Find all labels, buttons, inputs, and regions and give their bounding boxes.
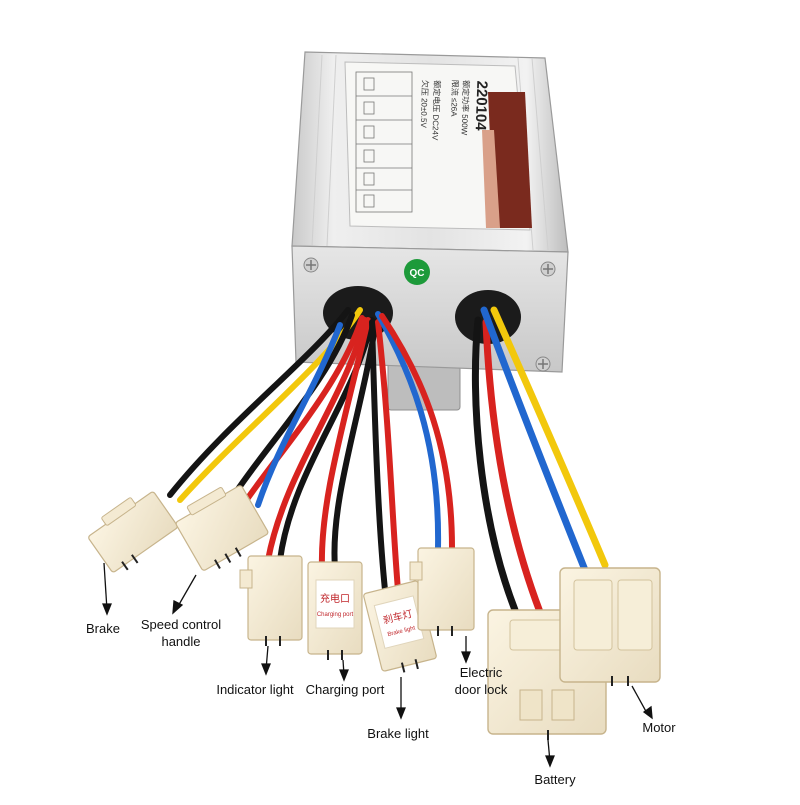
arrow-brake: [103, 562, 108, 611]
wire-charging-red: [318, 317, 371, 571]
qc-sticker-text: QC: [410, 268, 425, 279]
wire-speed-blue: [255, 322, 343, 508]
wire-battery-red: [482, 318, 544, 616]
wire-charging-black: [331, 319, 379, 571]
sticker-text-right: 220104 额定功率 500W 限流 ≤26A: [449, 80, 491, 136]
wire-indicator-red: [265, 317, 368, 563]
wire-brakelight-black: [369, 319, 388, 593]
label-speed-control-line1: Speed control: [140, 617, 222, 632]
label-brake-light: Brake light: [367, 726, 429, 741]
connector-door-lock: [409, 547, 475, 636]
screw-icon: [303, 257, 319, 273]
connector-indicator-light: [239, 555, 303, 646]
label-door-lock-line2: door lock: [454, 682, 508, 697]
wire-motor-yellow: [490, 306, 609, 569]
spec-power: 额定功率 500W: [460, 80, 472, 136]
sticker-stripe: [488, 92, 532, 228]
spec-undervoltage: 欠压 20±0.5V: [419, 80, 431, 129]
callout-arrows: [102, 562, 653, 768]
sticker-text: 额定电压 DC24V 欠压 20±0.5V: [419, 80, 443, 141]
label-battery: Battery: [534, 772, 576, 787]
screw-icon: [535, 356, 551, 372]
label-motor: Motor: [642, 720, 676, 735]
wire-doorlock-red: [379, 313, 455, 551]
charging-port-print-en: Charging port: [317, 612, 354, 618]
sticker-stripe-light: [482, 130, 500, 228]
wire-battery-black: [471, 316, 519, 614]
connector-motor: [559, 567, 661, 686]
controller-box: 额定电压 DC24V 欠压 20±0.5V 220104 额定功率 500W 限…: [291, 51, 569, 411]
model-number: 220104: [472, 80, 491, 131]
connector-brake: [88, 491, 178, 573]
wire-doorlock-blue: [375, 311, 442, 551]
arrow-speed-control: [176, 574, 197, 609]
spec-current: 限流 ≤26A: [449, 80, 460, 118]
label-speed-control-line2: handle: [161, 634, 201, 649]
screw-icon: [540, 261, 556, 277]
wire-harness: [167, 306, 609, 616]
spec-sticker: [344, 61, 531, 231]
spec-voltage: 额定电压 DC24V: [430, 80, 442, 141]
wire-brake-black: [167, 307, 351, 498]
label-charging-port: Charging port: [305, 682, 385, 697]
wire-brakelight-red: [375, 319, 401, 593]
qc-sticker: [404, 259, 430, 285]
label-speed-control: Speed control handle: [128, 616, 234, 650]
label-door-lock-line1: Electric: [459, 665, 503, 680]
connector-speed-control: [175, 485, 269, 571]
label-electric-door-lock: Electric door lock: [442, 664, 520, 698]
sticker-pin-diagram: [355, 71, 413, 213]
wire-speed-red: [242, 315, 365, 505]
wire-motor-blue: [480, 306, 589, 574]
connector-charging-port: 充电口 Charging port: [307, 561, 363, 660]
label-indicator-light: Indicator light: [216, 682, 294, 697]
arrow-motor: [631, 685, 649, 716]
label-brake: Brake: [86, 621, 120, 636]
charging-port-print: 充电口: [320, 592, 350, 605]
